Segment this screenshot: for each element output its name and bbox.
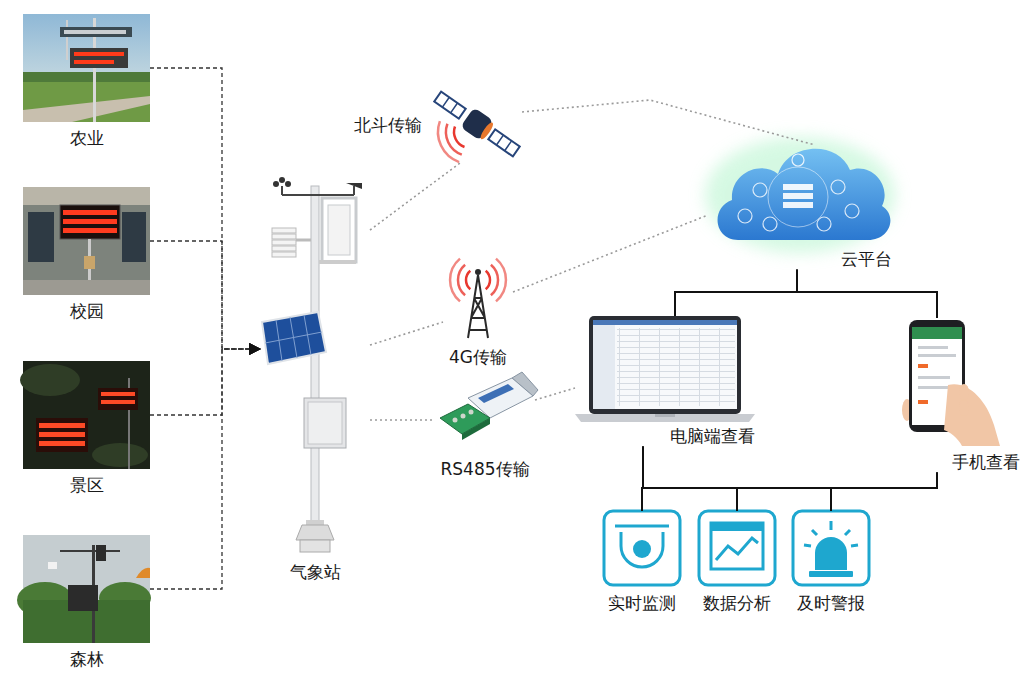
- cloud-symbol: [705, 137, 895, 253]
- satellite-link: 北斗传输: [354, 88, 522, 163]
- weather-station: 气象站: [260, 180, 370, 582]
- node-label: 气象站: [290, 562, 341, 582]
- chart-icon: [699, 511, 775, 585]
- connector: [150, 241, 260, 349]
- weather-station: [262, 177, 362, 552]
- connector: [831, 472, 937, 511]
- monitor-icon: [604, 511, 680, 585]
- connector: [370, 419, 435, 421]
- connector: [370, 322, 443, 345]
- node-label: 景区: [70, 475, 104, 495]
- rs485-converter: [440, 372, 538, 440]
- scene-photo: 景区: [23, 361, 150, 495]
- node-label: 实时监测: [608, 593, 676, 613]
- node-label: 及时警报: [797, 593, 865, 613]
- node-label: 数据分析: [703, 593, 771, 613]
- cloud-platform: 云平台: [708, 145, 892, 269]
- phone-symbol: [902, 320, 1000, 446]
- scenic-photo: [20, 361, 150, 469]
- farm-photo: [23, 14, 150, 122]
- node-label: 电脑端查看: [670, 426, 755, 446]
- connector: [370, 163, 460, 230]
- campus-photo: [23, 187, 150, 295]
- connector: [150, 349, 260, 589]
- connector: [535, 388, 575, 400]
- satellite-symbol: [431, 87, 523, 162]
- node-label: 4G传输: [449, 347, 507, 367]
- connector: [675, 269, 797, 316]
- scene-photo: 农业: [23, 14, 150, 148]
- laptop-view: 电脑端查看: [575, 316, 755, 446]
- phone-view: 手机查看: [905, 318, 1020, 472]
- connector: [513, 215, 708, 292]
- connector: [737, 472, 937, 511]
- connector: [643, 446, 737, 511]
- feature-icon: 及时警报: [793, 511, 869, 613]
- connector: [150, 349, 260, 415]
- alarm-icon: [793, 511, 869, 585]
- scene-photo: 校园: [23, 187, 150, 321]
- feature-icon: 实时监测: [604, 511, 680, 613]
- node-label: RS485传输: [440, 459, 529, 479]
- feature-icon: 数据分析: [699, 511, 775, 613]
- node-label: 北斗传输: [354, 115, 422, 135]
- forest-photo: [17, 535, 151, 643]
- node-label: 云平台: [841, 249, 892, 269]
- tower-symbol: [450, 259, 506, 338]
- node-label: 手机查看: [952, 452, 1020, 472]
- node-label: 森林: [70, 649, 104, 669]
- tower-link: 4G传输: [443, 258, 513, 367]
- node-label: 农业: [70, 128, 104, 148]
- connector: [150, 68, 260, 349]
- laptop-symbol: [575, 316, 755, 422]
- connector: [642, 472, 937, 511]
- node-label: 校园: [70, 301, 104, 321]
- connector: [522, 100, 815, 145]
- scene-photo: 森林: [23, 535, 150, 669]
- connector: [797, 269, 937, 318]
- rs485-link: RS485传输: [435, 375, 535, 479]
